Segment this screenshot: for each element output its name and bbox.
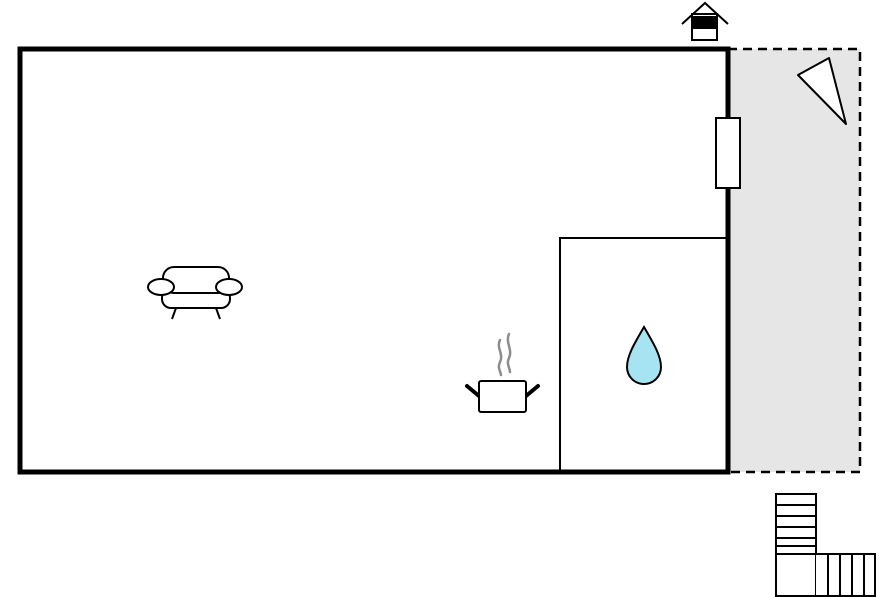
- window-icon: [715, 117, 741, 189]
- stairs-icon: [775, 493, 876, 597]
- bathroom-walls: [559, 237, 726, 470]
- terrace: [728, 47, 862, 474]
- cooking-pot-icon: [465, 332, 540, 413]
- water-drop-icon: [625, 325, 663, 385]
- sofa-icon: [147, 266, 243, 320]
- steam-icon: [497, 332, 512, 377]
- parasol-icon: [797, 57, 847, 125]
- entrance-icon: [681, 1, 729, 41]
- terrace-dashed-border: [728, 47, 862, 474]
- main-room-walls: [17, 46, 731, 475]
- terrace-area: [728, 49, 860, 472]
